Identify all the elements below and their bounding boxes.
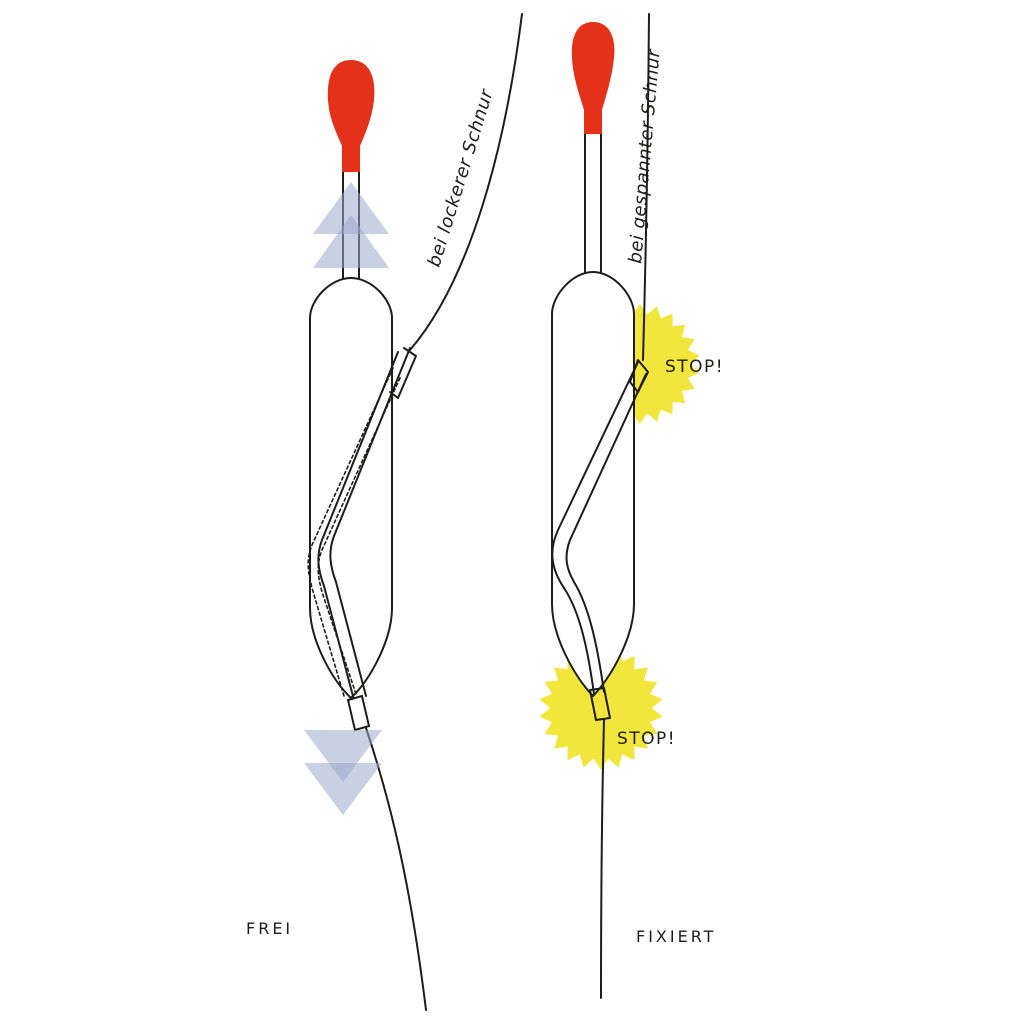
left-fishing-line-upper (409, 13, 523, 351)
right-fishing-line-upper (642, 13, 650, 361)
stop-label-bottom: STOP! (617, 729, 676, 749)
left-bottom-sleeve (346, 694, 371, 732)
right-float-body (551, 270, 635, 698)
left-float-assembly: bei lockerer Schnur FREI (246, 13, 523, 1011)
left-top-sleeve (389, 347, 417, 399)
right-top-sleeve (629, 359, 649, 393)
down-arrows-icon (304, 730, 382, 815)
right-bottom-sleeve (589, 687, 611, 721)
right-line-label: bei gespannter Schnur (625, 47, 665, 264)
left-inner-tube-dotted (307, 367, 401, 697)
up-arrows-icon (313, 182, 389, 268)
stop-label-top: STOP! (665, 357, 724, 377)
left-caption: FREI (246, 919, 293, 938)
right-fishing-line-lower (600, 719, 605, 999)
right-float-tip (571, 22, 615, 134)
left-inner-tube (317, 347, 411, 701)
left-float-body (309, 276, 393, 700)
right-float-stem (584, 127, 602, 277)
left-fishing-line-lower (365, 727, 427, 1011)
right-float-assembly: bei gespannter Schnur STOP! STOP! FIXIER… (539, 13, 724, 999)
right-inner-tube (551, 361, 647, 695)
right-caption: FIXIERT (636, 927, 716, 946)
stop-burst-bottom-icon (539, 646, 663, 770)
left-line-label: bei lockerer Schnur (424, 86, 498, 270)
left-float-tip (327, 60, 375, 172)
